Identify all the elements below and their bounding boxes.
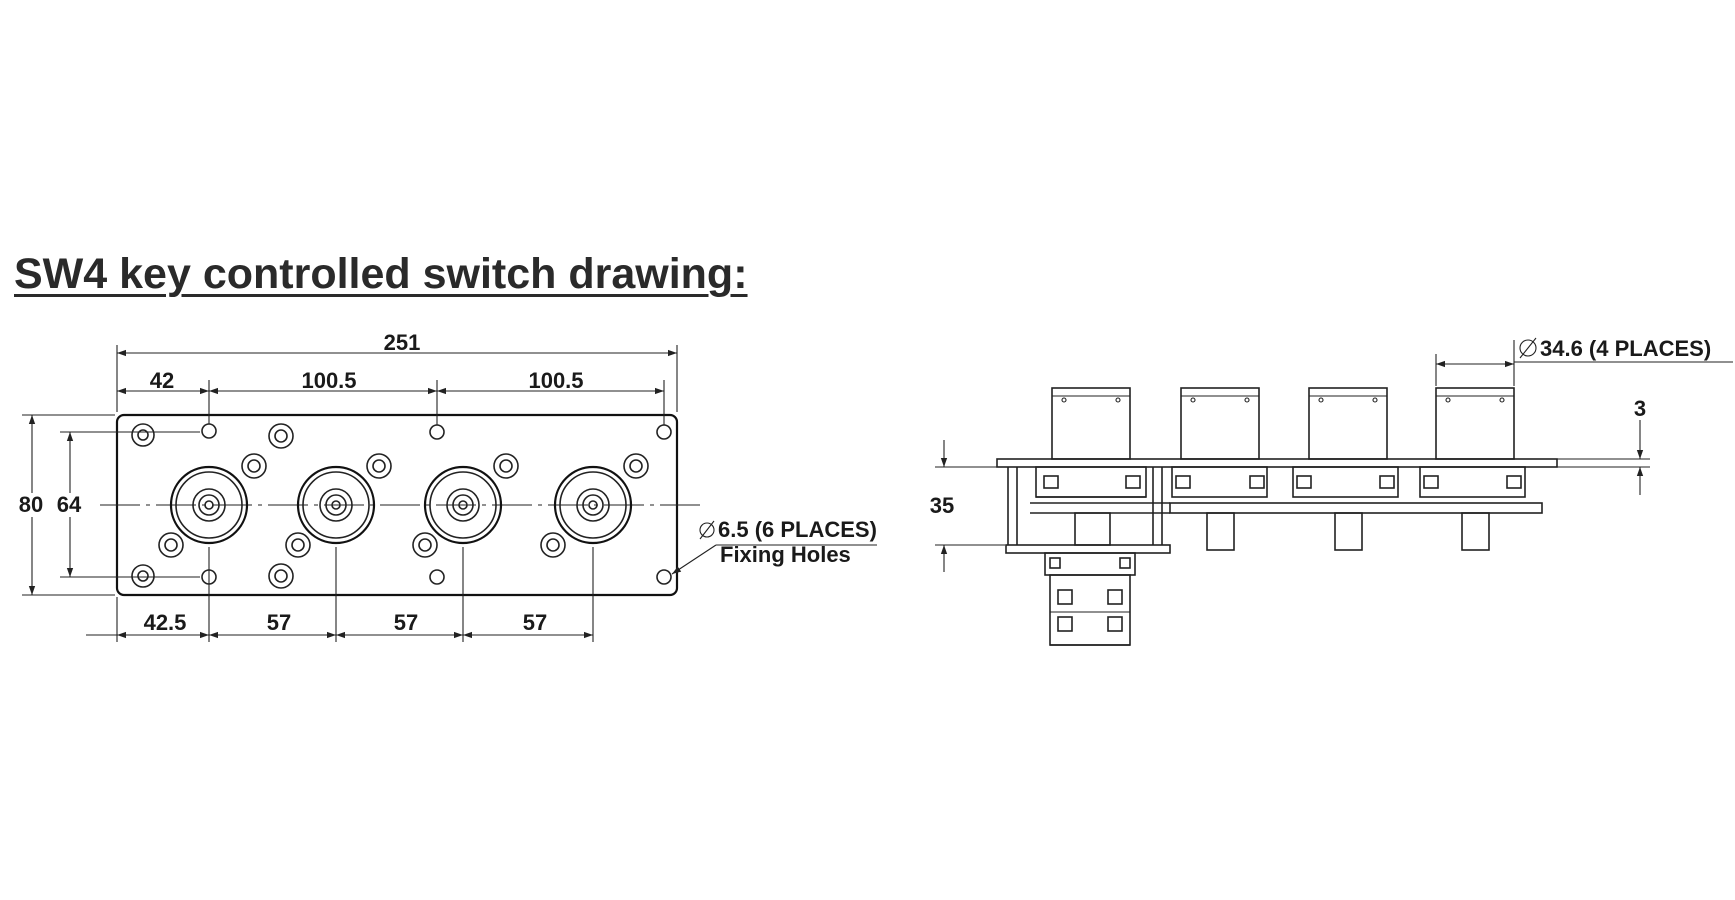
dim-100-5-left-label: 100.5 bbox=[301, 368, 356, 393]
key-switch-1 bbox=[158, 453, 267, 558]
dim-bottom-chain: 42.5 57 57 57 bbox=[86, 547, 594, 642]
dim-57-a-label: 57 bbox=[267, 610, 291, 635]
depth-label: 35 bbox=[930, 493, 954, 518]
key-barrels bbox=[1051, 387, 1515, 460]
dim-top-chain: 42 100.5 100.5 bbox=[117, 368, 665, 425]
side-view: 34.6 (4 PLACES) 3 35 bbox=[930, 336, 1733, 646]
dim-depth: 35 bbox=[930, 440, 1005, 572]
hole-note-fixing: Fixing Holes bbox=[720, 542, 851, 567]
hole-note: 6.5 (6 PLACES) Fixing Holes bbox=[671, 517, 877, 575]
side-plate bbox=[996, 458, 1558, 468]
dim-100-5-right-label: 100.5 bbox=[528, 368, 583, 393]
dim-overall-width: 251 bbox=[116, 330, 678, 412]
key-switch-3 bbox=[412, 453, 519, 558]
diameter-note-label: 34.6 (4 PLACES) bbox=[1540, 336, 1711, 361]
dim-42-5-label: 42.5 bbox=[144, 610, 187, 635]
thickness-label: 3 bbox=[1634, 396, 1646, 421]
key-switch-2 bbox=[268, 423, 392, 589]
fixing-holes bbox=[201, 423, 672, 585]
dim-64-label: 64 bbox=[57, 492, 82, 517]
dim-251-label: 251 bbox=[384, 330, 421, 355]
corner-bolts bbox=[131, 423, 155, 588]
dim-57-c-label: 57 bbox=[523, 610, 547, 635]
dim-diameter: 34.6 (4 PLACES) bbox=[1435, 336, 1733, 386]
switch-bodies bbox=[1005, 466, 1543, 554]
dim-42-label: 42 bbox=[150, 368, 174, 393]
dim-57-b-label: 57 bbox=[394, 610, 418, 635]
key-switch-4 bbox=[540, 453, 649, 558]
dim-heights: 80 64 bbox=[14, 414, 200, 596]
drawing-title: SW4 key controlled switch drawing: bbox=[14, 250, 748, 298]
dim-plate-thickness: 3 bbox=[1557, 396, 1650, 495]
hole-note-diameter: 6.5 (6 PLACES) bbox=[718, 517, 877, 542]
dim-80-label: 80 bbox=[19, 492, 43, 517]
contact-block bbox=[1044, 552, 1136, 646]
front-view: 251 42 100.5 100.5 42.5 57 bbox=[14, 330, 877, 642]
